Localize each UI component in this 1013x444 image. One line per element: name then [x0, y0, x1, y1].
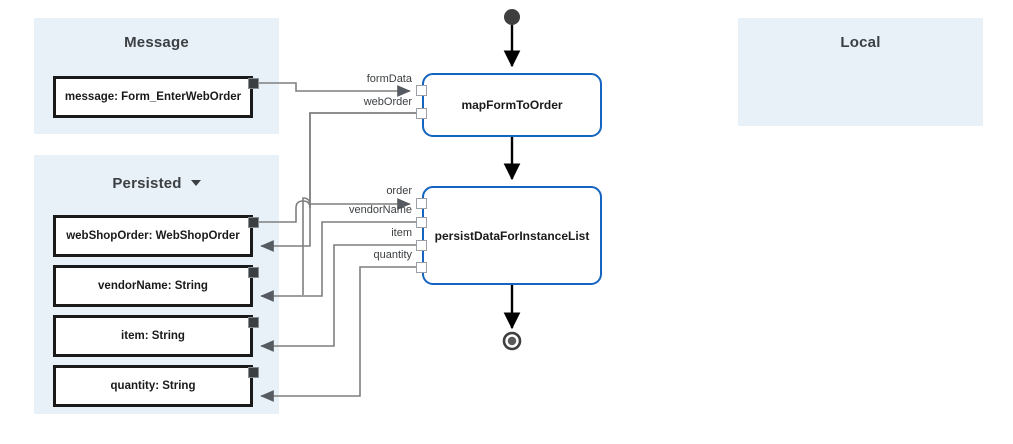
data-box-vendorname[interactable]: vendorName: String: [53, 265, 253, 307]
data-port-quantity-out[interactable]: [248, 367, 259, 378]
node-port-quantity[interactable]: [416, 262, 427, 273]
panel-title-local-label: Local: [840, 34, 881, 51]
data-box-item-label: item: String: [121, 330, 185, 342]
data-box-item[interactable]: item: String: [53, 315, 253, 357]
node-persistdataforinstancelist[interactable]: persistDataForInstanceList: [422, 186, 602, 285]
data-port-webshoporder-out[interactable]: [248, 217, 259, 228]
data-box-quantity-label: quantity: String: [110, 380, 196, 392]
data-box-quantity[interactable]: quantity: String: [53, 365, 253, 407]
node-port-weborder[interactable]: [416, 108, 427, 119]
wire-quantity-port-to-box: [260, 266, 416, 402]
data-port-message-out[interactable]: [248, 78, 259, 89]
port-label-text: order: [386, 185, 412, 197]
data-port-vendorname-out[interactable]: [248, 267, 259, 278]
chevron-down-icon[interactable]: [190, 180, 201, 187]
data-box-message[interactable]: message: Form_EnterWebOrder: [53, 76, 253, 118]
node-mapformtoorder[interactable]: mapFormToOrder: [422, 73, 602, 137]
port-label-text: quantity: [373, 249, 412, 261]
node-port-vendorname[interactable]: [416, 217, 427, 228]
data-box-message-label: message: Form_EnterWebOrder: [64, 91, 242, 103]
data-port-item-out[interactable]: [248, 317, 259, 328]
node-port-label-order: order: [300, 185, 412, 197]
node-mapformtoorder-label: mapFormToOrder: [461, 98, 563, 112]
node-persistdataforinstancelist-label: persistDataForInstanceList: [434, 228, 590, 243]
node-port-label-weborder: webOrder: [300, 96, 412, 108]
end-event-core: [507, 336, 517, 346]
data-box-vendorname-label: vendorName: String: [98, 280, 208, 292]
data-box-webshoporder[interactable]: webShopOrder: WebShopOrder: [53, 215, 253, 257]
panel-title-persisted[interactable]: Persisted: [34, 175, 279, 192]
start-event: [504, 9, 520, 25]
node-port-label-vendorname: vendorName: [300, 204, 412, 216]
panel-title-persisted-label: Persisted: [112, 175, 182, 192]
node-port-item[interactable]: [416, 240, 427, 251]
node-port-order[interactable]: [416, 198, 427, 209]
node-port-label-formdata: formData: [300, 73, 412, 85]
port-label-text: vendorName: [349, 204, 412, 216]
port-label-text: webOrder: [363, 96, 412, 108]
panel-title-message-label: Message: [124, 34, 189, 51]
panel-title-message: Message: [34, 34, 279, 51]
node-port-label-item: item: [300, 227, 412, 239]
panel-title-local: Local: [738, 34, 983, 51]
data-box-webshoporder-label: webShopOrder: WebShopOrder: [66, 230, 240, 242]
node-port-label-quantity: quantity: [300, 249, 412, 261]
port-label-text: formData: [366, 73, 412, 85]
panel-local: [738, 18, 983, 126]
node-port-formdata[interactable]: [416, 85, 427, 96]
port-label-text: item: [391, 227, 412, 239]
end-event-ring: [502, 331, 522, 351]
